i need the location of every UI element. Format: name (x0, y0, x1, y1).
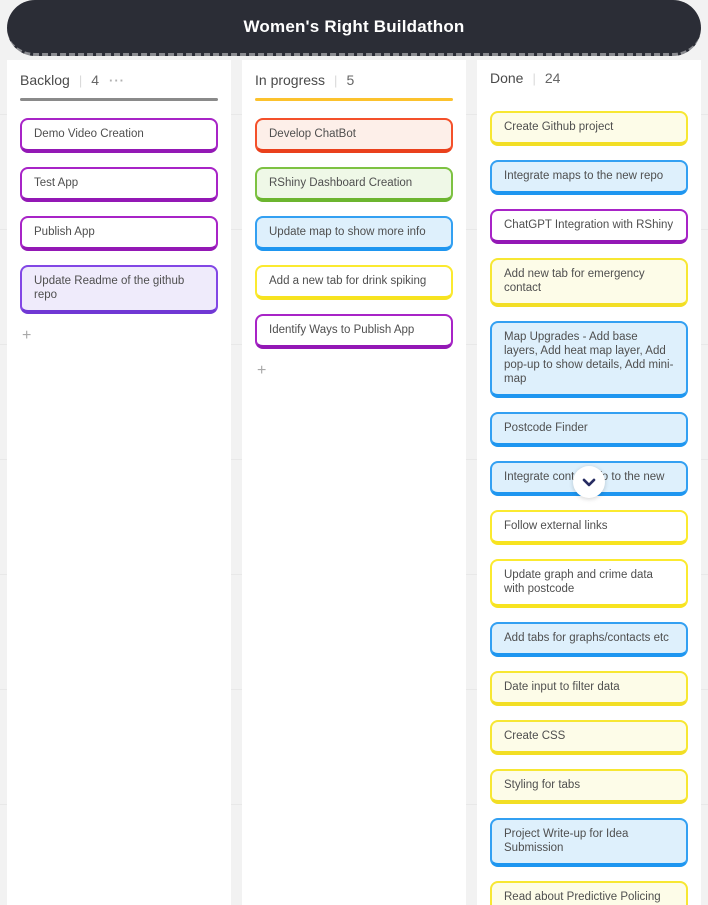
card-text: Publish App (34, 226, 95, 238)
column-count: 5 (346, 72, 355, 88)
kanban-card[interactable]: RShiny Dashboard Creation (255, 167, 453, 202)
board-header: Women's Right Buildathon (7, 0, 701, 56)
kanban-card[interactable]: Styling for tabs (490, 769, 688, 804)
column-title: In progress (255, 72, 326, 88)
kanban-card[interactable]: Read about Predictive Policing (490, 881, 688, 905)
kanban-card[interactable]: Test App (20, 167, 218, 202)
card-text: Date input to filter data (504, 681, 620, 693)
kanban-card[interactable]: Add a new tab for drink spiking (255, 265, 453, 300)
column-separator: | (334, 72, 338, 88)
card-text: Add a new tab for drink spiking (269, 275, 427, 287)
card-text: Identify Ways to Publish App (269, 324, 415, 336)
column-title: Backlog (20, 72, 70, 88)
card-text: Demo Video Creation (34, 128, 144, 140)
column-separator: | (532, 70, 536, 86)
card-text: Integrate maps to the new repo (504, 170, 664, 182)
card-text: Test App (34, 177, 79, 189)
card-text: Add new tab for emergency contact (504, 268, 645, 294)
kanban-card[interactable]: Project Write-up for Idea Submission (490, 818, 688, 867)
add-card-button[interactable]: + (257, 362, 267, 379)
kanban-card[interactable]: Integrate maps to the new repo (490, 160, 688, 195)
column-cards: Create Github project Integrate maps to … (490, 111, 688, 905)
column-done: Done | 24 Create Github project Integrat… (477, 60, 701, 905)
kanban-card[interactable]: Date input to filter data (490, 671, 688, 706)
column-cards: Demo Video Creation Test App Publish App… (20, 118, 218, 314)
card-text: Read about Predictive Policing (504, 891, 661, 903)
kanban-card[interactable]: Create Github project (490, 111, 688, 146)
board-title: Women's Right Buildathon (243, 16, 465, 36)
kanban-card[interactable]: Identify Ways to Publish App (255, 314, 453, 349)
card-text: Develop ChatBot (269, 128, 356, 140)
column-count: 4 (91, 72, 99, 88)
kanban-card[interactable]: Develop ChatBot (255, 118, 453, 153)
kanban-card[interactable]: Demo Video Creation (20, 118, 218, 153)
card-text: Create Github project (504, 121, 614, 133)
card-text: ChatGPT Integration with RShiny (504, 219, 674, 231)
column-underline (255, 98, 453, 101)
column-header[interactable]: In progress | 5 (255, 70, 453, 90)
kanban-card[interactable]: Follow external links (490, 510, 688, 545)
column-header[interactable]: Backlog | 4 ··· (20, 70, 218, 90)
card-text: Map Upgrades - Add base layers, Add heat… (504, 331, 674, 385)
card-text: RShiny Dashboard Creation (269, 177, 413, 189)
kanban-card[interactable]: Create CSS (490, 720, 688, 755)
kanban-card[interactable]: Add new tab for emergency contact (490, 258, 688, 307)
kanban-card[interactable]: Publish App (20, 216, 218, 251)
kanban-card[interactable]: Update map to show more info (255, 216, 453, 251)
column-count: 24 (544, 70, 561, 86)
add-card-button[interactable]: + (22, 327, 32, 344)
kanban-card[interactable]: Map Upgrades - Add base layers, Add heat… (490, 321, 688, 398)
card-text: Update map to show more info (269, 226, 426, 238)
card-text: Update graph and crime data with postcod… (504, 569, 653, 595)
column-menu-dots-icon[interactable]: ··· (109, 72, 125, 88)
kanban-card[interactable]: Update graph and crime data with postcod… (490, 559, 688, 608)
card-text: Create CSS (504, 730, 566, 742)
card-text: Postcode Finder (504, 422, 588, 434)
column-in-progress: In progress | 5 Develop ChatBot RShiny D… (242, 60, 466, 905)
scroll-down-button[interactable] (573, 466, 605, 498)
card-text: Project Write-up for Idea Submission (504, 828, 629, 854)
column-underline (20, 98, 218, 101)
kanban-card[interactable]: Add tabs for graphs/contacts etc (490, 622, 688, 657)
card-text: Update Readme of the github repo (34, 275, 185, 301)
card-text: Styling for tabs (504, 779, 581, 791)
card-text: Add tabs for graphs/contacts etc (504, 632, 669, 644)
board-columns: Backlog | 4 ··· Demo Video Creation Test… (0, 60, 708, 905)
kanban-card[interactable]: Postcode Finder (490, 412, 688, 447)
column-title: Done (490, 70, 524, 86)
column-header[interactable]: Done | 24 (490, 70, 688, 86)
card-text: Follow external links (504, 520, 608, 532)
chevron-down-icon (579, 472, 599, 492)
kanban-card[interactable]: ChatGPT Integration with RShiny (490, 209, 688, 244)
column-backlog: Backlog | 4 ··· Demo Video Creation Test… (7, 60, 231, 905)
column-separator: | (78, 72, 83, 88)
kanban-card[interactable]: Update Readme of the github repo (20, 265, 218, 314)
column-cards: Develop ChatBot RShiny Dashboard Creatio… (255, 118, 453, 349)
